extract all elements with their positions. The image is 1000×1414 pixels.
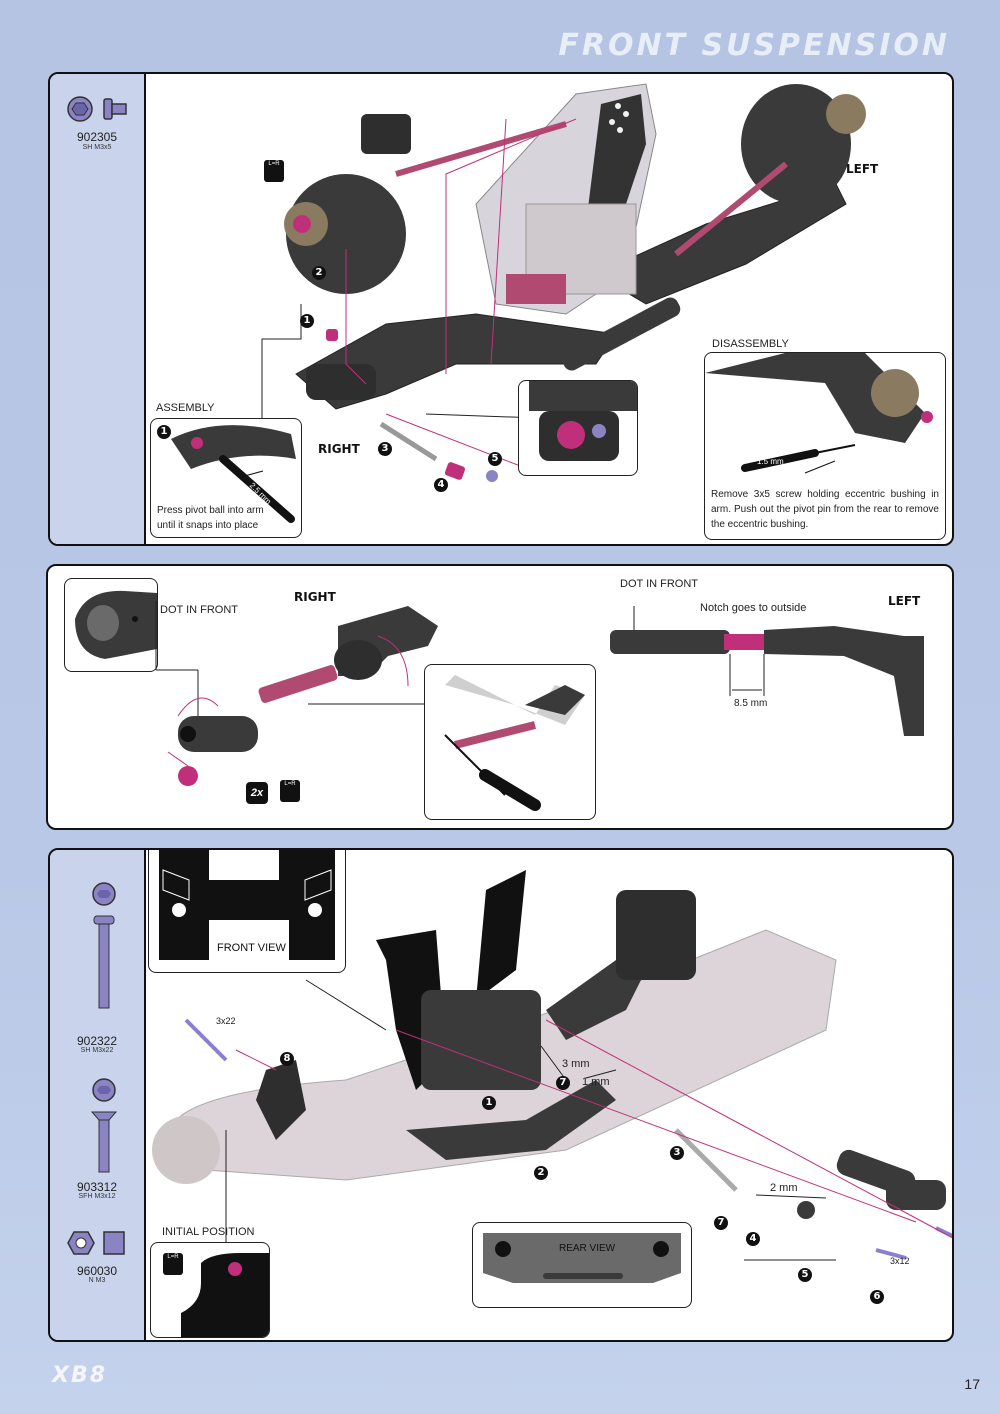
panel-shock-tower: 902322 SH M3x22 903312 SFH M3x12 960030 … [48, 848, 954, 1342]
assembly-inset: 1 2.5 mm Press pivot ball into arm until… [150, 418, 302, 538]
dot-in-front-inset [64, 578, 158, 672]
part-spec: N M3 [88, 1277, 106, 1284]
step-number: 1 [300, 314, 314, 328]
shock-tower-front-icon [159, 850, 335, 960]
part-spec: SH M3x22 [80, 1047, 114, 1054]
label-left: LEFT [846, 162, 879, 176]
turnbuckle-inset [424, 664, 596, 820]
step-number: 7 [714, 1216, 728, 1230]
screw-label: 3x22 [216, 1016, 236, 1026]
panel-front-arm-assembly: 902305 SH M3x5 [48, 72, 954, 546]
shim-label: 3 mm [562, 1058, 590, 1070]
page-title: FRONT SUSPENSION [558, 28, 950, 63]
lr-badge-icon: L=R [163, 1253, 183, 1275]
initial-position-inset: L=R [150, 1242, 270, 1338]
eccentric-initial-icon [181, 1253, 269, 1337]
part-spec: SH M3x5 [82, 144, 112, 151]
assembled-arm-illustration [610, 606, 924, 736]
front-suspension-illustration [261, 83, 866, 482]
nut-960030-icon [67, 1231, 125, 1255]
quantity-badge: 2x [246, 782, 268, 804]
front-view-inset: FRONT VIEW [148, 850, 346, 973]
pivot-ball-arm-icon [171, 425, 296, 523]
dot-in-front-label: DOT IN FRONT [160, 604, 239, 616]
shim-label: 1 mm [582, 1076, 610, 1088]
turnbuckle-tool-icon [444, 675, 585, 811]
dot-in-front-label: DOT IN FRONT [620, 578, 699, 590]
shim-label: 2 mm [770, 1182, 798, 1194]
arm-pivot-exploded-illustration [155, 601, 473, 786]
rear-view-label: REAR VIEW [559, 1243, 616, 1254]
page-number: 17 [964, 1376, 980, 1392]
dimension-label: 8.5 mm [734, 698, 768, 709]
step-number: 1 [482, 1096, 496, 1110]
step-number: 8 [280, 1052, 294, 1066]
part-spec: SFH M3x12 [78, 1193, 116, 1200]
step-number: 2 [312, 266, 326, 280]
screw-label: 3x12 [890, 1256, 910, 1266]
bumper-rear-icon [483, 1233, 681, 1283]
step-number: 4 [434, 478, 448, 492]
front-view-label: FRONT VIEW [217, 942, 286, 954]
step-number: 5 [488, 452, 502, 466]
screw-902305-icon [67, 96, 127, 122]
step-number: 4 [746, 1232, 760, 1246]
lr-badge-icon: L=R [280, 780, 300, 802]
disassembly-arm-icon [705, 353, 933, 474]
parts-sidebar: 902322 SH M3x22 903312 SFH M3x12 960030 … [50, 850, 146, 1340]
part-number: 960030 [76, 1264, 118, 1278]
part-number: 902305 [76, 130, 118, 144]
eccentric-bushing-icon [529, 381, 637, 461]
rear-view-inset: REAR VIEW [472, 1222, 692, 1308]
initial-position-label: INITIAL POSITION [162, 1226, 255, 1238]
parts-sidebar: 902305 SH M3x5 [50, 74, 146, 544]
assembly-heading: ASSEMBLY [156, 402, 215, 414]
step-number: 6 [870, 1290, 884, 1304]
screw-902322-icon [92, 882, 116, 1009]
label-right: RIGHT [294, 590, 336, 604]
step-number: 7 [556, 1076, 570, 1090]
disassembly-note: Remove 3x5 screw holding eccentric bushi… [711, 489, 939, 530]
disassembly-heading: DISASSEMBLY [712, 338, 789, 350]
brand-logo: XB8 [52, 1363, 108, 1388]
arm-end-icon [75, 590, 157, 659]
lr-badge-icon: L=R [264, 160, 284, 182]
part-number: 902322 [76, 1034, 118, 1048]
step-number: 2 [534, 1166, 548, 1180]
step-number: 3 [378, 442, 392, 456]
shock-tower-assembly-illustration [152, 870, 952, 1261]
disassembly-inset: 1.5 mm Remove 3x5 screw holding eccentri… [704, 352, 946, 540]
screw-903312-icon [90, 1078, 118, 1173]
assembly-note: Press pivot ball into arm until it snaps… [157, 505, 264, 531]
detail-inset [518, 380, 638, 476]
notch-label: Notch goes to outside [700, 602, 807, 614]
step-number: 5 [798, 1268, 812, 1282]
step-number: 3 [670, 1146, 684, 1160]
tool-size: 1.5 mm [757, 457, 784, 466]
part-number: 903312 [76, 1180, 118, 1194]
label-right: RIGHT [318, 442, 360, 456]
panel-arm-bushing: DOT IN FRONT RIGHT 2x L=R DOT IN FRONT N… [46, 564, 954, 830]
label-left: LEFT [888, 594, 921, 608]
step-number: 1 [157, 425, 171, 439]
